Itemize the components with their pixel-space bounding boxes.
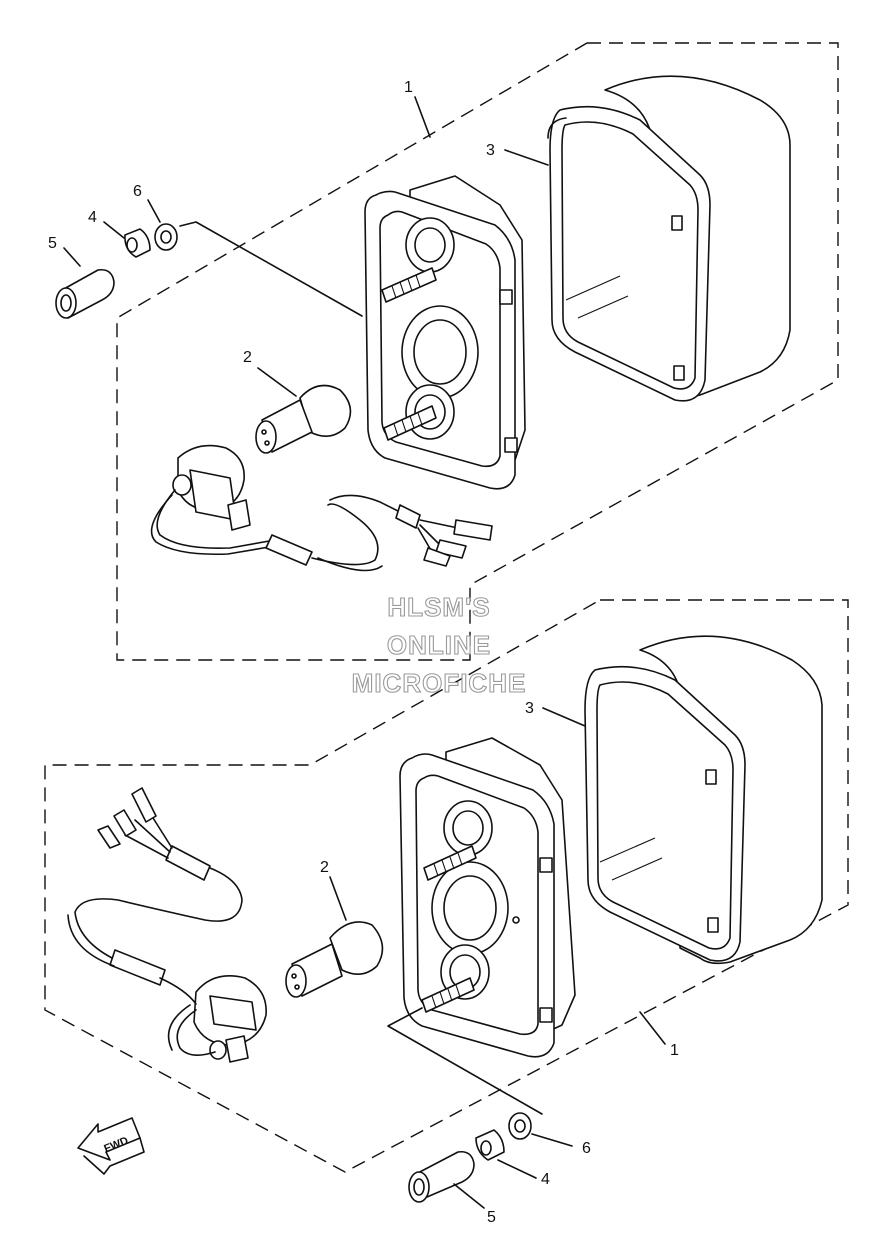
upper-socket-harness: [150, 444, 493, 572]
upper-callout-5: 5: [48, 235, 57, 252]
lower-socket-harness: [67, 787, 267, 1063]
lower-bulb: [285, 921, 384, 998]
upper-lens: [547, 75, 791, 402]
watermark-line-3: MICROFICHE: [352, 668, 527, 698]
upper-assembly: 1 2 3 4 5 6: [48, 42, 839, 661]
watermark-line-1: HLSM'S: [387, 592, 490, 622]
upper-callout-2: 2: [243, 349, 252, 366]
upper-callout-4: 4: [88, 209, 97, 226]
lower-callout-2: 2: [320, 859, 329, 876]
lower-lens: [584, 635, 823, 965]
lower-housing: [399, 737, 576, 1058]
lower-boundary: [44, 599, 849, 1173]
upper-housing: [364, 175, 526, 490]
watermark-line-2: ONLINE: [387, 630, 491, 660]
upper-callout-3: 3: [486, 142, 495, 159]
lower-callout-6: 6: [582, 1140, 591, 1157]
watermark: HLSM'S ONLINE MICROFICHE: [351, 591, 527, 698]
lower-callout-1: 1: [670, 1042, 679, 1059]
lower-callout-5: 5: [487, 1209, 496, 1226]
lower-callout-3: 3: [525, 700, 534, 717]
arrow-left-down-icon: FWD: [77, 1117, 145, 1175]
upper-callout-6: 6: [133, 183, 142, 200]
upper-boundary: [116, 42, 839, 661]
lower-callout-4: 4: [541, 1171, 550, 1188]
lower-assembly: 1 2 3 4 5 6: [44, 599, 849, 1226]
lower-fasteners: [408, 1112, 532, 1203]
upper-fasteners: [55, 223, 178, 319]
upper-bulb: [255, 384, 352, 454]
upper-callout-1: 1: [404, 79, 413, 96]
